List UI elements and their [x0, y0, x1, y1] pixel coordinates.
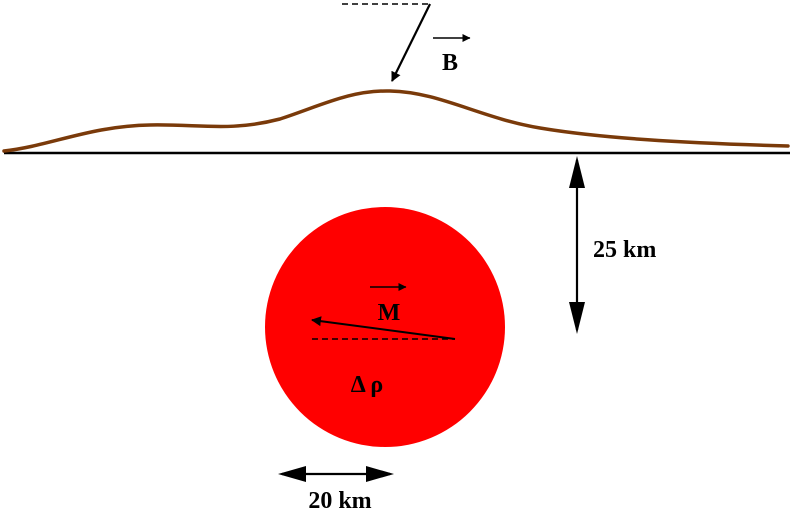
density-contrast-label: Δ ρ — [351, 372, 384, 398]
diameter-arrow-icon — [278, 466, 394, 482]
depth-label: 25 km — [593, 237, 656, 263]
diameter-label: 20 km — [308, 488, 371, 512]
buried-body-circle — [265, 207, 505, 447]
anomaly-profile-curve — [2, 89, 790, 153]
depth-arrow-icon — [569, 156, 585, 334]
magnetization-vector-label: M — [378, 300, 401, 326]
field-vector-arrow-icon — [391, 3, 431, 82]
magnetization-vector-arrow-icon — [311, 316, 456, 340]
field-vector-label: B — [442, 50, 458, 76]
